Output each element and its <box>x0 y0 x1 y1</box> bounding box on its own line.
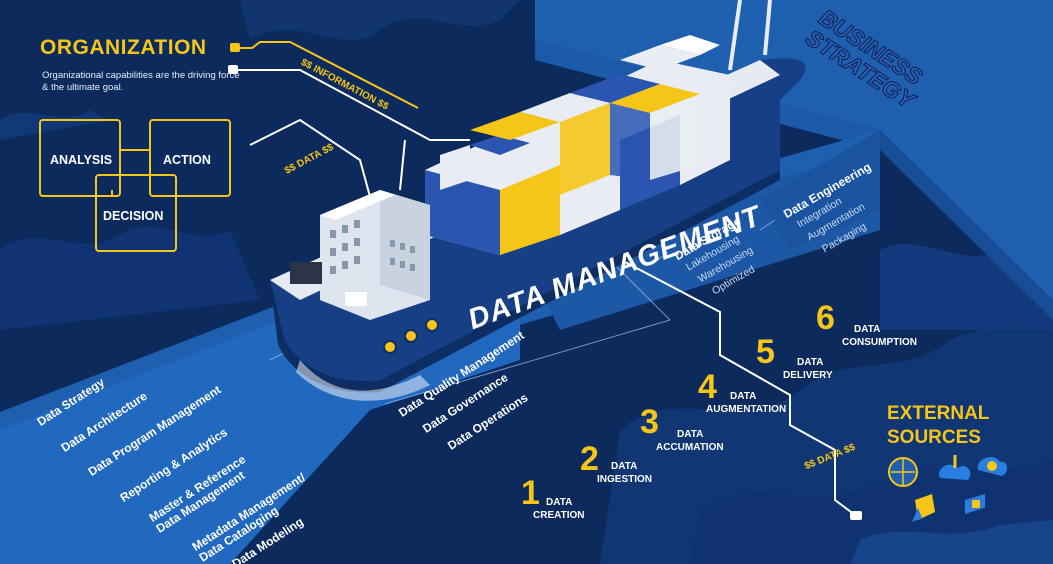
external-sources-title: EXTERNAL SOURCES <box>887 403 990 448</box>
step-label: CONSUMPTION <box>842 337 917 348</box>
containers <box>425 35 730 255</box>
step-number: 6 <box>816 299 835 337</box>
step-label: DATA <box>797 357 824 368</box>
step-label: INGESTION <box>597 474 653 485</box>
decision-box <box>95 174 177 252</box>
step-label: DATA <box>677 429 704 440</box>
step-label: AUGMENTATION <box>706 404 787 415</box>
step-number: 1 <box>521 474 540 512</box>
step-label: ACCUMATION <box>656 442 724 453</box>
step-number: 5 <box>756 333 775 371</box>
step-label: DELIVERY <box>783 370 833 381</box>
step-number: 2 <box>580 440 599 478</box>
flow-lines <box>232 41 856 516</box>
step-label: DATA <box>854 324 881 335</box>
action-label: ACTION <box>163 153 211 167</box>
cloud-download-icon <box>939 464 971 480</box>
analysis-label: ANALYSIS <box>50 153 113 167</box>
step-label: DATA <box>546 497 573 508</box>
ship <box>270 0 806 401</box>
bridge <box>290 0 772 320</box>
organization-title: ORGANIZATION <box>40 36 207 59</box>
step-number: 3 <box>640 403 659 441</box>
action-box <box>149 119 231 197</box>
decision-label: DECISION <box>103 209 164 223</box>
analysis-box <box>39 119 121 197</box>
cycle-diagram <box>39 119 231 252</box>
organization-subtitle: Organizational capabilities are the driv… <box>42 70 240 93</box>
flow-endpoints <box>228 43 862 520</box>
step-label: DATA <box>730 391 757 402</box>
external-icons <box>888 455 1008 522</box>
step-label: DATA <box>611 461 638 472</box>
step-number: 4 <box>698 368 717 406</box>
step-label: CREATION <box>533 510 585 521</box>
